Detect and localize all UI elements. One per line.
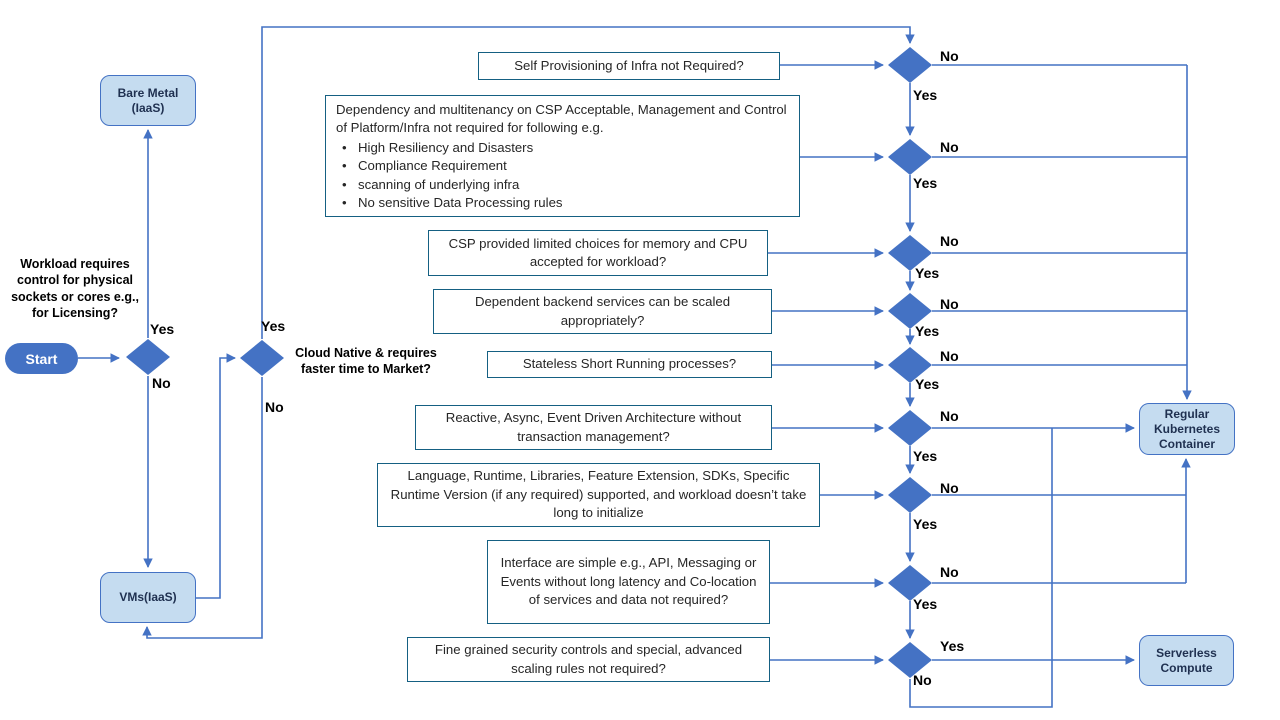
- cloudnative-no-label: No: [265, 399, 284, 415]
- interface-simple-no-label: No: [940, 564, 959, 580]
- connector-vms-to-cloudnative: [196, 353, 236, 599]
- reactive-yes-label: Yes: [913, 448, 938, 464]
- bullet-item: scanning of underlying infra: [336, 176, 563, 195]
- cloudnative-yes-label: Yes: [261, 318, 286, 334]
- self-provisioning-yes-label: Yes: [913, 87, 938, 103]
- connector-cloudnative-yes-top: [261, 26, 915, 339]
- backend-scaled-yes-label: Yes: [915, 323, 940, 339]
- connector-cloudnative-no-vms: [142, 377, 263, 639]
- fine-grained-no-label: No: [913, 672, 932, 688]
- cloud-native-question: Cloud Native & requires faster time to M…: [295, 346, 437, 377]
- question-stateless: Stateless Short Running processes?: [487, 351, 772, 378]
- question-language-runtime-text: Language, Runtime, Libraries, Feature Ex…: [390, 468, 807, 521]
- question-language-runtime: Language, Runtime, Libraries, Feature Ex…: [377, 463, 820, 527]
- question-backend-scaled: Dependent backend services can be scaled…: [433, 289, 772, 334]
- vms-label: VMs(IaaS): [119, 590, 177, 604]
- dependency-yes-label: Yes: [913, 175, 938, 191]
- workload-yes-label: Yes: [150, 321, 175, 337]
- connector-d9-no-loop: [909, 428, 1053, 708]
- csp-limited-yes-label: Yes: [915, 265, 940, 281]
- language-runtime-yes-label: Yes: [913, 516, 938, 532]
- workload-control-question: Workload requires control for physical s…: [11, 257, 139, 320]
- question-fine-grained-text: Fine grained security controls and speci…: [434, 642, 743, 676]
- bare-metal-label: Bare Metal (IaaS): [117, 85, 179, 115]
- interface-simple-yes-label: Yes: [913, 596, 938, 612]
- stateless-no-label: No: [940, 348, 959, 364]
- bullet-item: Compliance Requirement: [336, 157, 563, 176]
- dependency-no-label: No: [940, 139, 959, 155]
- question-stateless-text: Stateless Short Running processes?: [522, 356, 737, 372]
- vms-node: VMs(IaaS): [100, 572, 196, 623]
- question-interface-simple: Interface are simple e.g., API, Messagin…: [487, 540, 770, 624]
- question-reactive: Reactive, Async, Event Driven Architectu…: [415, 405, 772, 450]
- backend-scaled-no-label: No: [940, 296, 959, 312]
- kubernetes-label: Regular Kubernetes Container: [1153, 406, 1221, 451]
- fine-grained-yes-label: Yes: [940, 638, 965, 654]
- question-reactive-text: Reactive, Async, Event Driven Architectu…: [445, 410, 742, 444]
- question-csp-limited: CSP provided limited choices for memory …: [428, 230, 768, 276]
- workload-no-label: No: [152, 375, 171, 391]
- stateless-yes-label: Yes: [915, 376, 940, 392]
- bullet-item: No sensitive Data Processing rules: [336, 194, 563, 213]
- question-dependency: Dependency and multitenancy on CSP Accep…: [325, 95, 800, 217]
- kubernetes-node: Regular Kubernetes Container: [1139, 403, 1235, 455]
- start-node: Start: [5, 343, 78, 374]
- start-label: Start: [25, 350, 58, 367]
- question-self-provisioning-text: Self Provisioning of Infra not Required?: [514, 57, 744, 73]
- bare-metal-node: Bare Metal (IaaS): [100, 75, 196, 126]
- serverless-label: Serverless Compute: [1156, 645, 1217, 675]
- question-interface-simple-text: Interface are simple e.g., API, Messagin…: [500, 555, 757, 608]
- question-csp-limited-text: CSP provided limited choices for memory …: [448, 235, 748, 269]
- csp-limited-no-label: No: [940, 233, 959, 249]
- self-provisioning-no-label: No: [940, 48, 959, 64]
- question-backend-scaled-text: Dependent backend services can be scaled…: [474, 294, 731, 328]
- bullet-item: High Resiliency and Disasters: [336, 139, 563, 158]
- reactive-no-label: No: [940, 408, 959, 424]
- question-dependency-intro: Dependency and multitenancy on CSP Accep…: [336, 102, 787, 136]
- serverless-node: Serverless Compute: [1139, 635, 1234, 686]
- question-self-provisioning: Self Provisioning of Infra not Required?: [478, 52, 780, 80]
- question-dependency-bullets: High Resiliency and Disasters Compliance…: [336, 139, 563, 213]
- question-fine-grained: Fine grained security controls and speci…: [407, 637, 770, 682]
- language-runtime-no-label: No: [940, 480, 959, 496]
